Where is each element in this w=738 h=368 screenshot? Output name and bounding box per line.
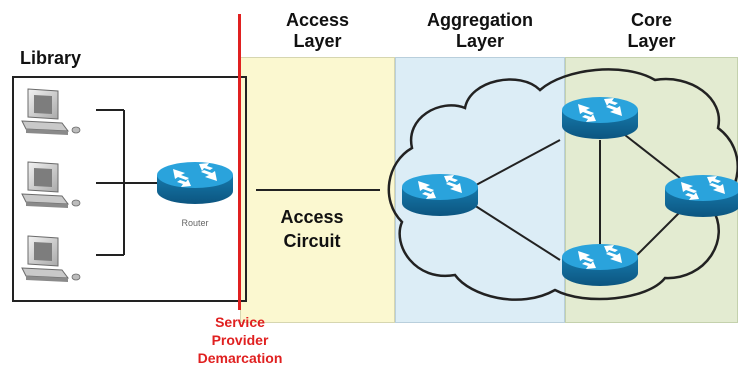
aggregation-layer-header-line1: Aggregation [427, 10, 533, 30]
core-layer-header-line2: Layer [627, 31, 676, 51]
demarcation-label: Service Provider Demarcation [150, 313, 330, 367]
demarcation-label-line3: Demarcation [197, 350, 283, 366]
library-wiring [96, 109, 160, 256]
demarcation-label-line1: Service [215, 314, 265, 330]
aggregation-router-icon [402, 174, 478, 216]
core-router-bottom-icon [562, 244, 638, 286]
access-layer-header-line2: Layer [293, 31, 342, 51]
access-circuit-label: Access Circuit [262, 205, 362, 253]
computer-icon [21, 88, 81, 136]
demarcation-label-line2: Provider [211, 332, 269, 348]
aggregation-layer-header: Aggregation Layer [395, 10, 565, 52]
access-layer-header: Access Layer [240, 10, 395, 52]
computer-icon [21, 161, 81, 209]
access-circuit-label-line2: Circuit [283, 231, 341, 251]
demarcation-line [238, 14, 241, 310]
core-layer-header: Core Layer [565, 10, 738, 52]
computer-icon [21, 235, 81, 283]
library-box [12, 76, 247, 302]
core-router-top-icon [562, 97, 638, 139]
aggregation-layer-header-line2: Layer [455, 31, 505, 51]
network-links [462, 134, 681, 263]
library-title: Library [20, 48, 82, 68]
router-label: Router [181, 218, 209, 228]
library-router-icon [157, 162, 233, 204]
core-router-right-icon [665, 175, 738, 217]
core-layer-header-line1: Core [630, 10, 672, 30]
access-layer-header-line1: Access [285, 10, 350, 30]
access-circuit-label-line1: Access [280, 207, 344, 227]
